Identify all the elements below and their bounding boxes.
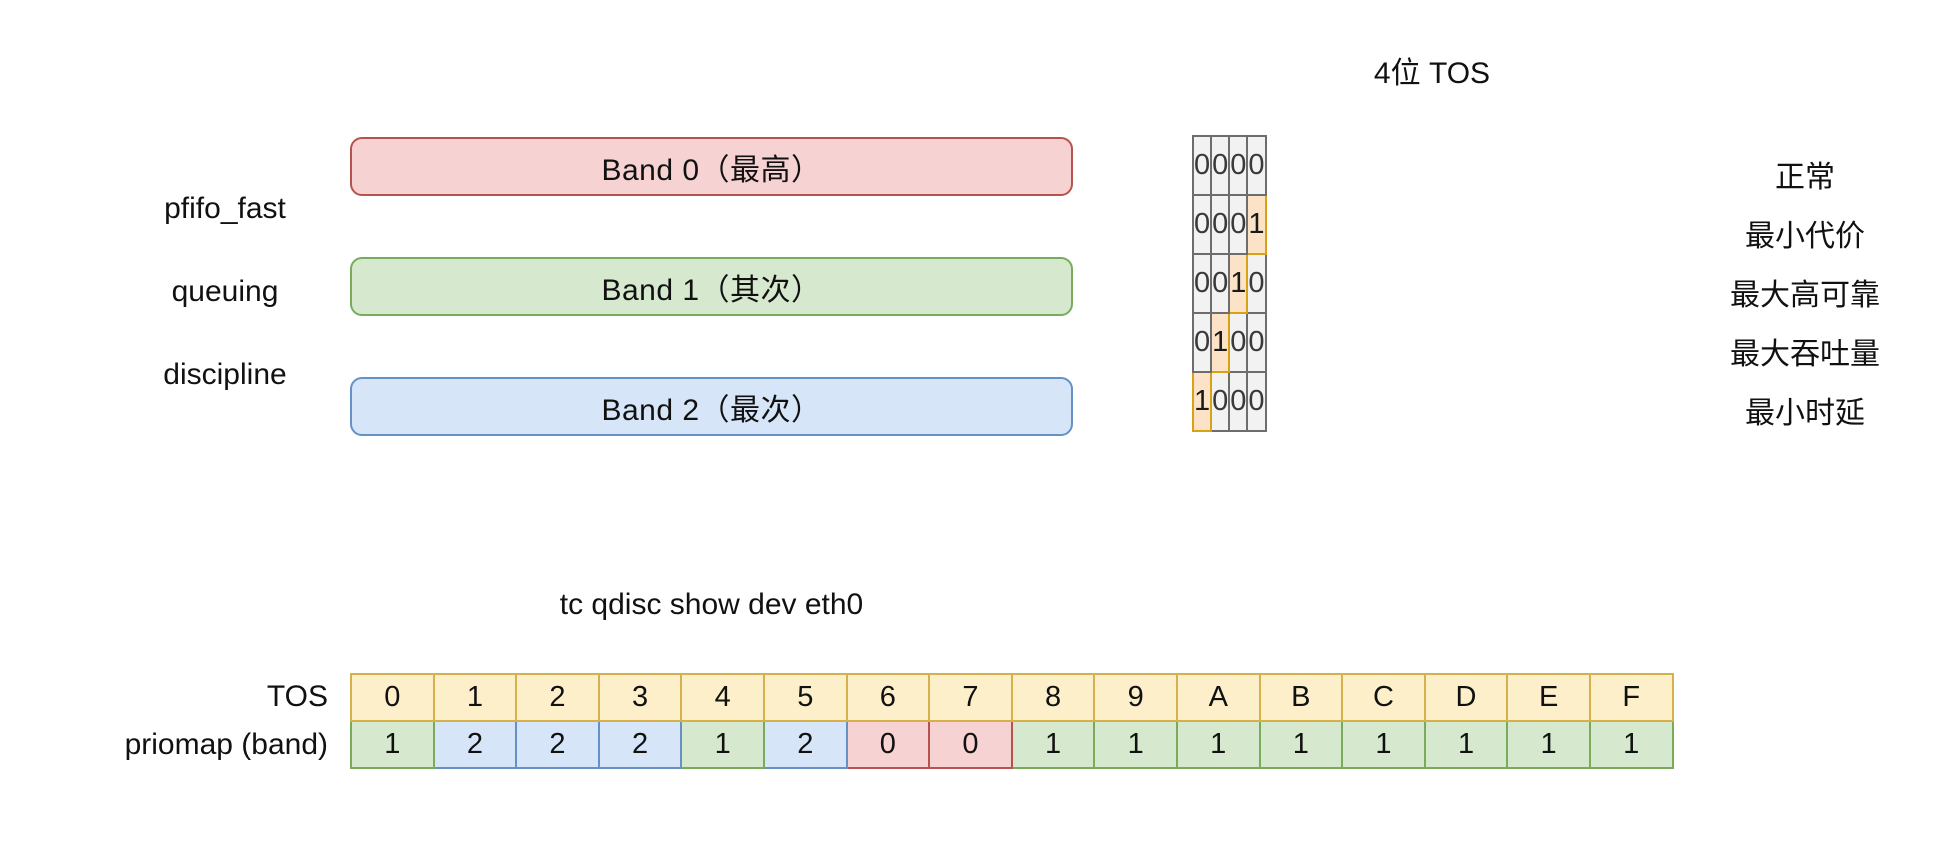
priomap-tos-cell: 0 xyxy=(350,673,435,722)
band-0-box: Band 0（最高） xyxy=(350,137,1073,196)
priomap-band-cell: 0 xyxy=(928,720,1013,769)
priomap-table: 0 1 2 3 4 5 6 7 8 9 A B C D E F 1 2 2 xyxy=(350,673,1674,769)
priomap-tos-cell: 2 xyxy=(515,673,600,722)
priomap-tos-cell: C xyxy=(1341,673,1426,722)
priomap-tos-cell: B xyxy=(1258,673,1344,722)
side-label-queuing: queuing xyxy=(171,275,279,308)
priomap-tos-cell: 8 xyxy=(1010,673,1096,722)
priomap-tos-cell: F xyxy=(1588,673,1674,722)
tos-bit-cell: 0 xyxy=(1246,371,1267,432)
priomap-tos-cell: A xyxy=(1175,673,1261,722)
tos-bit-cell: 0 xyxy=(1246,253,1267,314)
tos-bit-cell: 0 xyxy=(1191,135,1213,196)
tos-bit-cell: 0 xyxy=(1191,312,1213,373)
tos-bit-cell-highlight: 1 xyxy=(1191,371,1213,432)
priomap-band-cell: 1 xyxy=(1341,720,1426,769)
priomap-row-label-tos: TOS xyxy=(266,680,328,713)
priomap-tos-cell: 6 xyxy=(845,673,931,722)
tos-meaning-min-cost: 最小代价 xyxy=(1745,220,1865,253)
priomap-tos-cell: 3 xyxy=(597,673,683,722)
side-label-discipline: discipline xyxy=(163,358,287,391)
priomap-row-label-band: priomap (band) xyxy=(124,728,328,761)
priomap-tos-cell: 1 xyxy=(432,673,518,722)
priomap-band-cell: 1 xyxy=(1258,720,1344,769)
table-row-tos: 0 1 2 3 4 5 6 7 8 9 A B C D E F xyxy=(350,673,1674,722)
priomap-tos-cell: 7 xyxy=(928,673,1013,722)
priomap-band-cell: 1 xyxy=(1588,720,1674,769)
priomap-band-cell: 1 xyxy=(1010,720,1096,769)
tos-meaning-min-delay: 最小时延 xyxy=(1745,397,1865,430)
side-label-pfifo-fast: pfifo_fast xyxy=(164,192,286,225)
priomap-band-cell: 1 xyxy=(1175,720,1261,769)
tos-bit-cell: 0 xyxy=(1228,371,1249,432)
priomap-tos-cell: 4 xyxy=(680,673,765,722)
priomap-tos-cell: E xyxy=(1506,673,1591,722)
tos-bit-cell: 0 xyxy=(1228,312,1249,373)
priomap-band-cell: 2 xyxy=(762,720,848,769)
priomap-band-cell: 2 xyxy=(515,720,600,769)
tos-bit-cell: 0 xyxy=(1191,194,1213,255)
tos-bit-cell: 0 xyxy=(1246,135,1267,196)
priomap-band-cell: 1 xyxy=(1093,720,1178,769)
table-row: 0 1 0 0 xyxy=(1191,312,1267,373)
priomap-band-cell: 1 xyxy=(350,720,435,769)
priomap-tos-cell: 5 xyxy=(762,673,848,722)
tos-bit-cell: 0 xyxy=(1210,194,1231,255)
priomap-band-cell: 1 xyxy=(1423,720,1509,769)
table-row: 0 0 1 0 xyxy=(1191,253,1267,314)
tos-bit-cell-highlight: 1 xyxy=(1228,253,1249,314)
tos-bit-cell: 0 xyxy=(1191,253,1213,314)
band-2-box: Band 2（最次） xyxy=(350,377,1073,436)
table-row: 1 0 0 0 xyxy=(1191,371,1267,432)
band-2-label: Band 2（最次） xyxy=(601,393,822,427)
priomap-tos-cell: 9 xyxy=(1093,673,1178,722)
table-row-band: 1 2 2 2 1 2 0 0 1 1 1 1 1 1 1 1 xyxy=(350,720,1674,769)
priomap-band-cell: 2 xyxy=(597,720,683,769)
tos-bit-cell: 0 xyxy=(1228,194,1249,255)
priomap-command-title: tc qdisc show dev eth0 xyxy=(559,588,864,621)
band-0-label: Band 0（最高） xyxy=(601,153,822,187)
tos-bit-cell-highlight: 1 xyxy=(1246,194,1267,255)
tos-meaning-normal: 正常 xyxy=(1775,161,1835,194)
table-row: 0 0 0 0 xyxy=(1191,135,1267,196)
priomap-band-cell: 2 xyxy=(432,720,518,769)
priomap-band-cell: 1 xyxy=(680,720,765,769)
tos-bit-cell: 0 xyxy=(1228,135,1249,196)
pfifo-fast-bands-section: pfifo_fast queuing discipline Band 0（最高）… xyxy=(0,0,1120,470)
tos-meaning-max-throughput: 最大吞吐量 xyxy=(1730,338,1880,371)
table-row: 0 0 0 1 xyxy=(1191,194,1267,255)
tos-bit-cell: 0 xyxy=(1210,135,1231,196)
priomap-tos-cell: D xyxy=(1423,673,1509,722)
tos-bit-cell: 0 xyxy=(1210,253,1231,314)
tos-bit-cell-highlight: 1 xyxy=(1210,312,1231,373)
tos-meaning-max-reliability: 最大高可靠 xyxy=(1730,279,1880,312)
band-1-box: Band 1（其次） xyxy=(350,257,1073,316)
tos-bits-table: 0 0 0 0 0 0 0 1 0 0 1 0 0 1 0 0 xyxy=(1191,135,1267,432)
tos-bit-cell: 0 xyxy=(1246,312,1267,373)
priomap-band-cell: 0 xyxy=(845,720,931,769)
tos-bit-cell: 0 xyxy=(1210,371,1231,432)
tos-title: 4位 TOS xyxy=(1373,57,1491,90)
band-1-label: Band 1（其次） xyxy=(601,273,822,307)
priomap-band-cell: 1 xyxy=(1506,720,1591,769)
